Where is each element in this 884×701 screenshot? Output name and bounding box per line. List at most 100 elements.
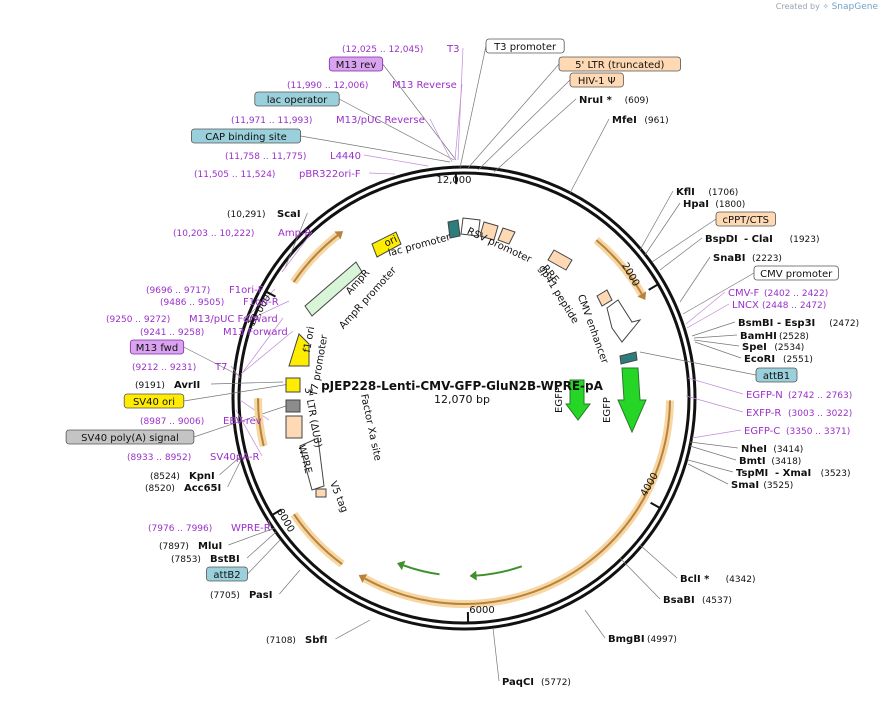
label-kpni[interactable]: (8524)KpnI: [150, 471, 215, 482]
label-exfp-r[interactable]: EXFP-R(3003 .. 3022): [746, 408, 852, 419]
label-range: (7705): [210, 591, 240, 601]
watermark-created-by: Created by: [775, 2, 820, 11]
label-l4440[interactable]: (11,758 .. 11,775)L4440: [225, 151, 361, 162]
cppt-shape: [596, 289, 613, 307]
label-sv40-poly-a-signal[interactable]: SV40 poly(A) signal: [65, 429, 195, 445]
label-cmv-f[interactable]: CMV-F(2402 .. 2422): [728, 288, 828, 299]
leader-line: [685, 395, 744, 413]
label-m13-puc-reverse[interactable]: (11,971 .. 11,993)M13/pUC Reverse: [231, 115, 425, 126]
label-lncx[interactable]: LNCX(2448 .. 2472): [732, 300, 826, 311]
label-name: CMV-F: [728, 288, 759, 299]
leader-line: [459, 45, 487, 169]
label-f1ori-f[interactable]: (9696 .. 9717)F1ori-F: [146, 285, 264, 296]
glun2b-arrow: [358, 574, 368, 583]
leader-line: [219, 455, 242, 476]
label-box: [123, 393, 185, 409]
label-mfei[interactable]: MfeI(961): [612, 115, 669, 126]
label-ebv-rev[interactable]: (8987 .. 9006)EBV-rev: [140, 416, 262, 427]
label-t7[interactable]: (9212 .. 9231)T7: [132, 362, 227, 373]
feature-label-egfp: EGFP: [602, 397, 613, 423]
label-nhei[interactable]: NheI(3414): [741, 444, 803, 455]
label-f1ori-r[interactable]: (9486 .. 9505)F1ori-R: [160, 297, 279, 308]
label-scai[interactable]: (10,291)ScaI: [227, 209, 301, 220]
label-bcli[interactable]: BclI *(4342): [680, 574, 756, 585]
label-attb1[interactable]: attB1: [755, 367, 798, 383]
wpre-shape: [299, 437, 325, 491]
label-text: lac operator: [267, 95, 328, 106]
label-wpre-r[interactable]: (7976 .. 7996)WPRE-R: [148, 523, 271, 534]
label-bamhi[interactable]: BamHI(2528): [740, 331, 809, 342]
feature-label-egfp: EGFP: [554, 387, 565, 413]
label-range: (3418): [771, 457, 801, 467]
label-bsabi[interactable]: BsaBI(4537): [663, 595, 732, 606]
label-range: (9191): [135, 381, 165, 391]
label-bsmbi[interactable]: BsmBI- Esp3I(2472): [738, 318, 859, 329]
label-kfli[interactable]: KflI(1706): [676, 187, 738, 198]
label-hiv-1[interactable]: HIV-1 Ψ: [569, 72, 624, 88]
label-name: WPRE-R: [231, 523, 271, 534]
label-range: (609): [625, 96, 649, 106]
label-range: (9696 .. 9717): [146, 286, 210, 296]
label-box: [485, 38, 565, 54]
label-smai[interactable]: SmaI(3525): [731, 480, 793, 491]
label-range: (7853): [171, 555, 201, 565]
label-amp-r[interactable]: (10,203 .. 10,222)Amp-R: [173, 228, 312, 239]
label-m13-rev[interactable]: M13 rev: [328, 56, 384, 72]
label-sv40pa-r[interactable]: (8933 .. 8952)SV40pA-R: [127, 452, 259, 463]
label-egfp-n[interactable]: EGFP-N(2742 .. 2763): [746, 390, 852, 401]
label-bmgbi[interactable]: BmgBI(4997): [608, 634, 677, 645]
label-m13-fwd[interactable]: M13 fwd: [129, 339, 185, 355]
backbone-inner-ring: [237, 171, 691, 625]
label-nrui[interactable]: NruI * (609): [579, 95, 649, 106]
label-5-ltr-truncated[interactable]: 5' LTR (truncated): [558, 56, 681, 72]
plasmid-name: pJEP228-Lenti-CMV-GFP-GluN2B-WPRE-pA: [321, 379, 604, 393]
label-range: (961): [644, 116, 668, 126]
label-box: [65, 429, 195, 445]
label-box: [328, 56, 384, 72]
label-t3-promoter[interactable]: T3 promoter: [485, 38, 565, 54]
leader-line: [693, 334, 738, 339]
label-bstbi[interactable]: (7853)BstBI: [171, 554, 240, 565]
label-name: BmtI: [739, 456, 766, 467]
label-egfp-c[interactable]: EGFP-C(3350 .. 3371): [744, 426, 850, 437]
label-avrii[interactable]: (9191)AvrII: [135, 380, 200, 391]
label-cap-binding-site[interactable]: CAP binding site: [190, 128, 301, 144]
label-mlui[interactable]: (7897)MluI: [159, 541, 222, 552]
label-name: EcoRI: [744, 354, 775, 365]
attb1-shape: [619, 351, 638, 365]
label-pbr322ori-f[interactable]: (11,505 .. 11,524)pBR322ori-F: [194, 169, 361, 180]
label-sv40-ori[interactable]: SV40 ori: [123, 393, 185, 409]
label-box: [129, 339, 185, 355]
label-sbfi[interactable]: (7108)SbfI: [266, 635, 327, 646]
label-bspdi[interactable]: BspDI- ClaI(1923): [705, 234, 820, 245]
label-bmti[interactable]: BmtI (3418): [739, 456, 801, 467]
label-m13-puc-forward[interactable]: (9250 .. 9272)M13/pUC Forward: [106, 314, 278, 325]
label-m13-forward[interactable]: (9241 .. 9258)M13 Forward: [140, 327, 288, 338]
leader-line: [247, 539, 281, 575]
leader-line: [686, 303, 730, 329]
label-tspmi[interactable]: TspMI- XmaI(3523): [736, 468, 851, 479]
label-snabi[interactable]: SnaBI(2223): [713, 253, 782, 264]
label-ecori[interactable]: EcoRI (2551): [744, 354, 813, 365]
label-cmv-promoter[interactable]: CMV promoter: [753, 265, 839, 281]
label-name: NruI *: [579, 95, 613, 106]
label-name: KflI: [676, 187, 695, 198]
label-spei[interactable]: SpeI(2534): [742, 342, 804, 353]
label-text: HIV-1 Ψ: [578, 76, 616, 87]
label-m13-reverse[interactable]: (11,990 .. 12,006)M13 Reverse: [287, 80, 457, 91]
label-lac-operator[interactable]: lac operator: [254, 91, 340, 107]
green-arrow-1: [469, 570, 477, 581]
label-t3[interactable]: (12,025 .. 12,045)T3: [342, 44, 459, 55]
label-attb2[interactable]: attB2: [206, 566, 248, 582]
label-cppt-cts[interactable]: cPPT/CTS: [715, 211, 776, 227]
watermark-product: SnapGene: [831, 2, 878, 12]
label-range: (2551): [783, 355, 813, 365]
tick-label: 4000: [639, 471, 661, 499]
label-paqci[interactable]: PaqCI(5772): [502, 677, 571, 688]
feature-shapes: [285, 217, 647, 498]
label-acc65i[interactable]: (8520)Acc65I: [145, 483, 221, 494]
leader-line: [687, 463, 729, 485]
label-pasi[interactable]: (7705)PasI: [210, 590, 272, 601]
label-hpai[interactable]: HpaI(1800): [683, 199, 745, 210]
